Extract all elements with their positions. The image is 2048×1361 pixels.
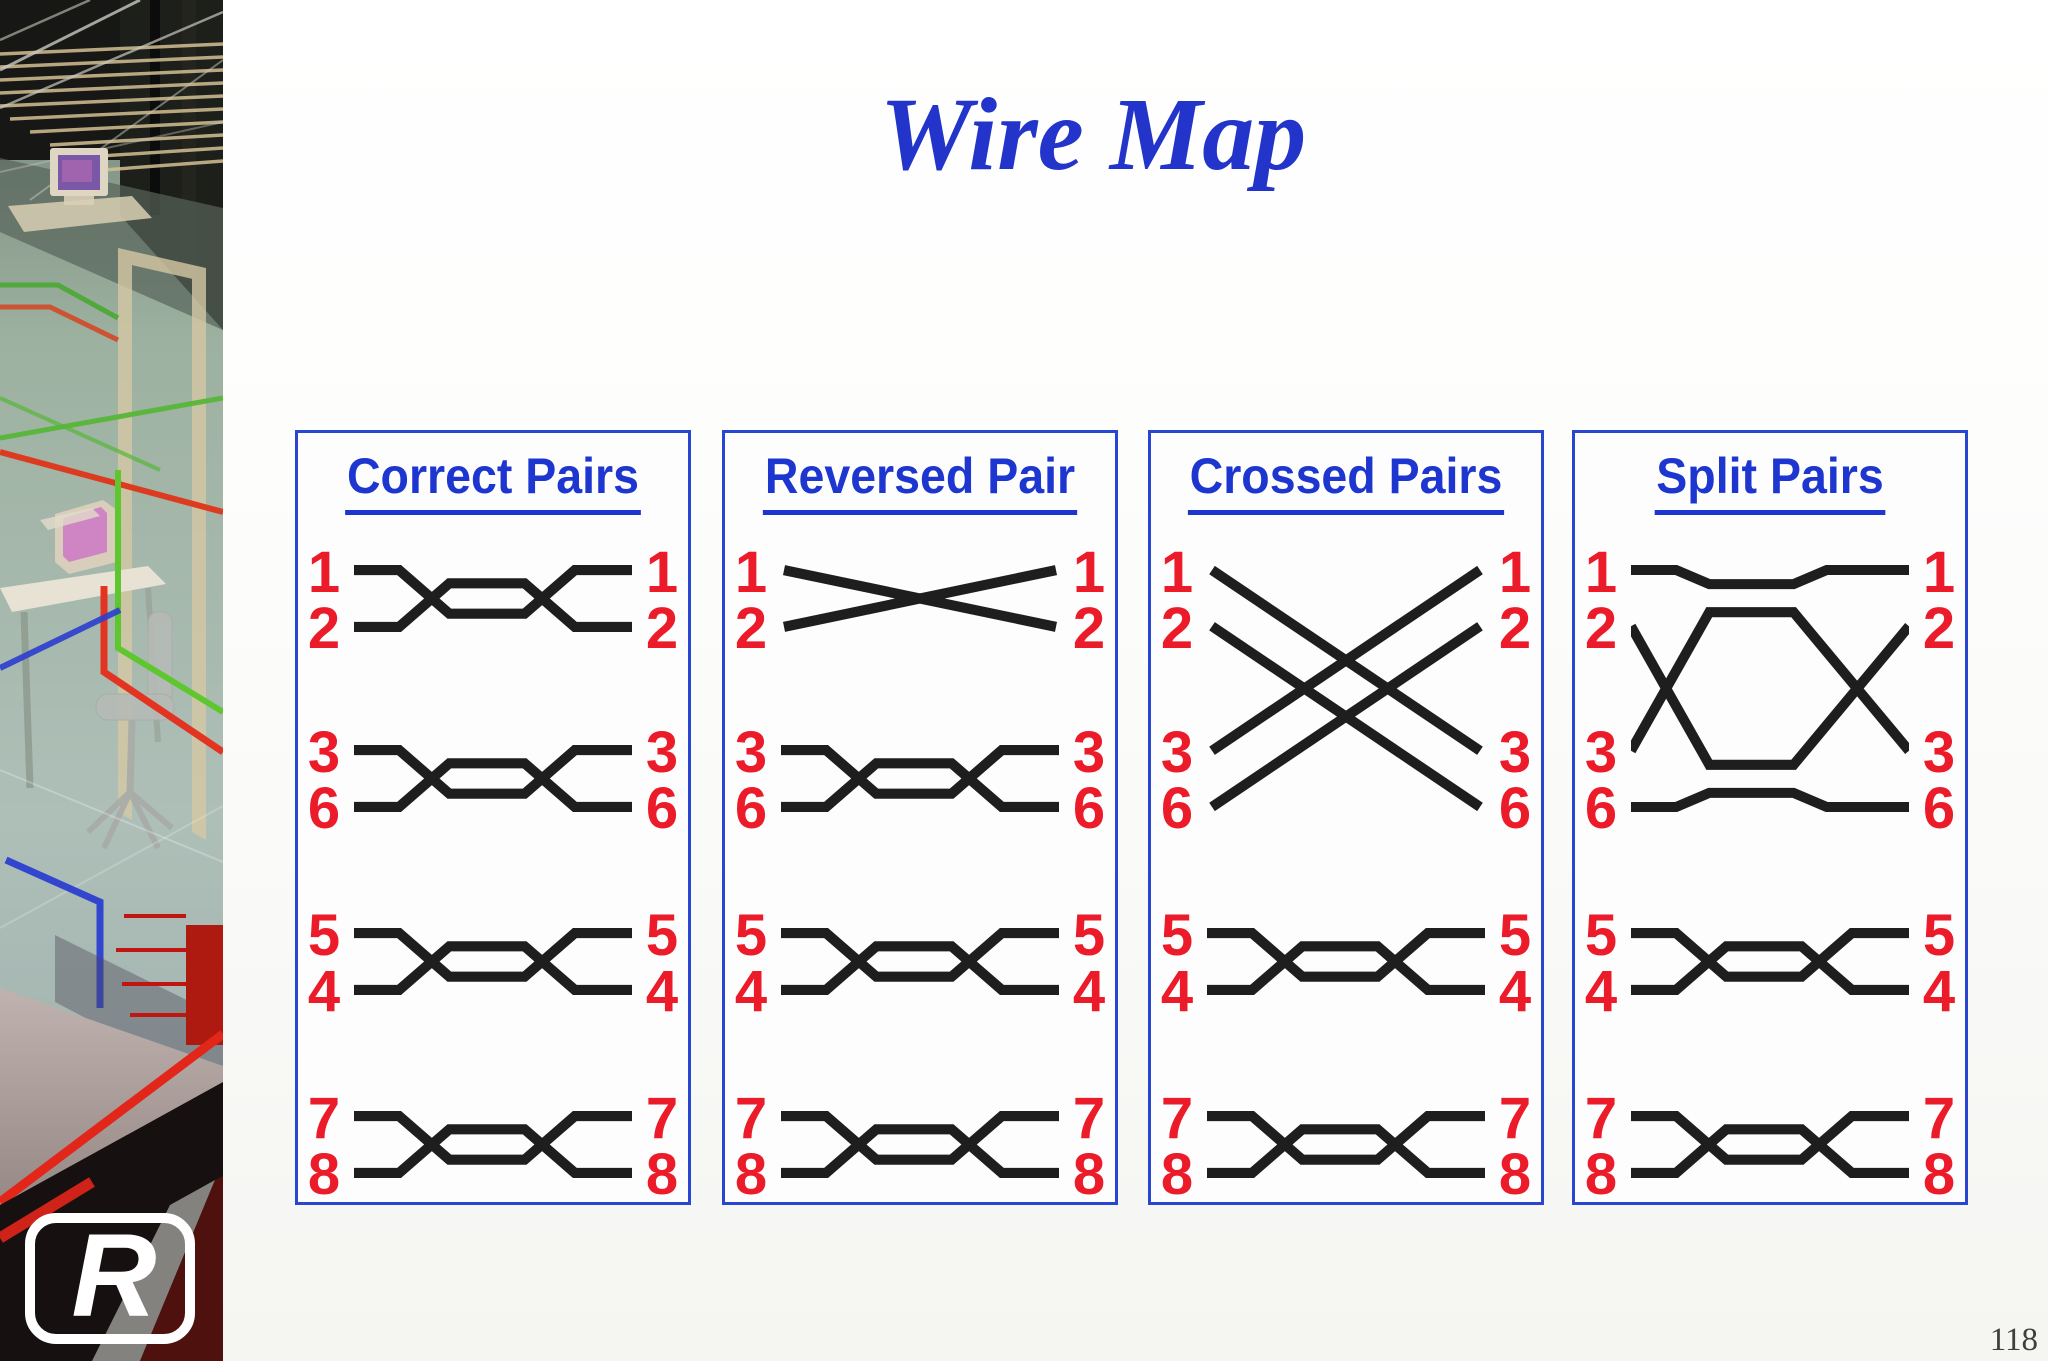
pin-label: 4 xyxy=(1072,959,1106,1024)
office-chair xyxy=(85,611,175,850)
pin-label: 5 xyxy=(734,903,768,968)
pin-label: 6 xyxy=(307,776,341,841)
pin-label: 4 xyxy=(1498,959,1532,1024)
twisted-pair-figure xyxy=(781,742,1059,815)
twisted-pair-figure xyxy=(781,1108,1059,1181)
twisted-pair-figure xyxy=(1631,925,1909,998)
left-image-strip: R xyxy=(0,0,223,1361)
twisted-pair-figure xyxy=(1207,1108,1485,1181)
pin-label: 8 xyxy=(645,1142,679,1207)
pin-label: 8 xyxy=(1160,1142,1194,1207)
pin-label: 1 xyxy=(1072,540,1106,605)
panel-crossed-pairs: Crossed Pairs 1 2 3 6 1 2 3 6 5 4 5 4 7 … xyxy=(1148,430,1544,1205)
pin-label: 6 xyxy=(1584,776,1618,841)
pin-label: 1 xyxy=(307,540,341,605)
pin-label: 1 xyxy=(1922,540,1956,605)
pin-label: 3 xyxy=(1160,720,1194,785)
twisted-pair-figure xyxy=(354,925,632,998)
pin-label: 7 xyxy=(1922,1086,1956,1151)
pin-label: 3 xyxy=(1072,720,1106,785)
pin-label: 3 xyxy=(1498,720,1532,785)
twisted-pair-figure xyxy=(1631,1108,1909,1181)
pin-label: 6 xyxy=(1922,776,1956,841)
pin-label: 2 xyxy=(645,596,679,661)
pin-label: 3 xyxy=(1584,720,1618,785)
logo-r: R xyxy=(25,1210,195,1344)
pin-label: 4 xyxy=(734,959,768,1024)
pin-label: 8 xyxy=(1072,1142,1106,1207)
left-collage-image: R xyxy=(0,0,223,1361)
pin-label: 6 xyxy=(734,776,768,841)
panel-title: Crossed Pairs xyxy=(1165,447,1528,515)
pin-label: 8 xyxy=(307,1142,341,1207)
pin-label: 7 xyxy=(1160,1086,1194,1151)
panel-title: Correct Pairs xyxy=(312,447,675,515)
pin-label: 7 xyxy=(1072,1086,1106,1151)
pin-label: 1 xyxy=(1160,540,1194,605)
pin-label: 2 xyxy=(1498,596,1532,661)
pin-label: 4 xyxy=(1922,959,1956,1024)
pin-label: 1 xyxy=(645,540,679,605)
page-title: Wire Map xyxy=(879,77,1307,192)
pin-label: 5 xyxy=(1160,903,1194,968)
pin-label: 7 xyxy=(1498,1086,1532,1151)
pin-label: 2 xyxy=(1922,596,1956,661)
pin-label: 3 xyxy=(1922,720,1956,785)
pin-label: 4 xyxy=(1584,959,1618,1024)
page-number: 118 xyxy=(1989,1322,2038,1358)
pin-label: 4 xyxy=(307,959,341,1024)
panel-reversed-pair: Reversed Pair 1 2 1 2 3 6 3 6 5 4 5 4 7 … xyxy=(722,430,1118,1205)
pin-label: 8 xyxy=(1498,1142,1532,1207)
panel-correct-pairs: Correct Pairs 1 2 1 2 3 6 3 6 5 4 5 4 7 … xyxy=(295,430,691,1205)
panel-split-pairs: Split Pairs 1 2 3 6 1 2 3 6 5 4 5 4 7 8 … xyxy=(1572,430,1968,1205)
pin-label: 3 xyxy=(734,720,768,785)
pin-label: 5 xyxy=(1922,903,1956,968)
pin-label: 2 xyxy=(1160,596,1194,661)
panel-title: Split Pairs xyxy=(1589,447,1952,515)
panel-title: Reversed Pair xyxy=(739,447,1102,515)
pin-label: 6 xyxy=(645,776,679,841)
pin-label: 2 xyxy=(307,596,341,661)
pin-label: 6 xyxy=(1498,776,1532,841)
pin-label: 1 xyxy=(1498,540,1532,605)
split-pair-figure xyxy=(1631,562,1909,815)
pin-label: 2 xyxy=(1584,596,1618,661)
pin-label: 3 xyxy=(645,720,679,785)
twisted-pair-figure xyxy=(354,742,632,815)
pin-label: 8 xyxy=(1584,1142,1618,1207)
pin-label: 4 xyxy=(645,959,679,1024)
pin-label: 1 xyxy=(734,540,768,605)
pin-label: 2 xyxy=(1072,596,1106,661)
pin-label: 3 xyxy=(307,720,341,785)
pin-label: 5 xyxy=(1072,903,1106,968)
pin-label: 6 xyxy=(1072,776,1106,841)
crossover-figure xyxy=(781,562,1059,635)
pin-label: 2 xyxy=(734,596,768,661)
pin-label: 8 xyxy=(734,1142,768,1207)
pin-label: 7 xyxy=(645,1086,679,1151)
twisted-pair-figure xyxy=(354,1108,632,1181)
pin-label: 4 xyxy=(1160,959,1194,1024)
pin-label: 5 xyxy=(307,903,341,968)
twisted-pair-figure xyxy=(354,562,632,635)
pin-label: 7 xyxy=(307,1086,341,1151)
twisted-pair-figure xyxy=(1207,925,1485,998)
pin-label: 5 xyxy=(1498,903,1532,968)
pin-label: 1 xyxy=(1584,540,1618,605)
pin-label: 7 xyxy=(734,1086,768,1151)
pin-label: 7 xyxy=(1584,1086,1618,1151)
pin-label: 6 xyxy=(1160,776,1194,841)
pair-swap-figure xyxy=(1207,562,1485,815)
pin-label: 5 xyxy=(1584,903,1618,968)
twisted-pair-figure xyxy=(781,925,1059,998)
pin-label: 8 xyxy=(1922,1142,1956,1207)
logo-letter: R xyxy=(71,1210,156,1342)
pin-label: 5 xyxy=(645,903,679,968)
